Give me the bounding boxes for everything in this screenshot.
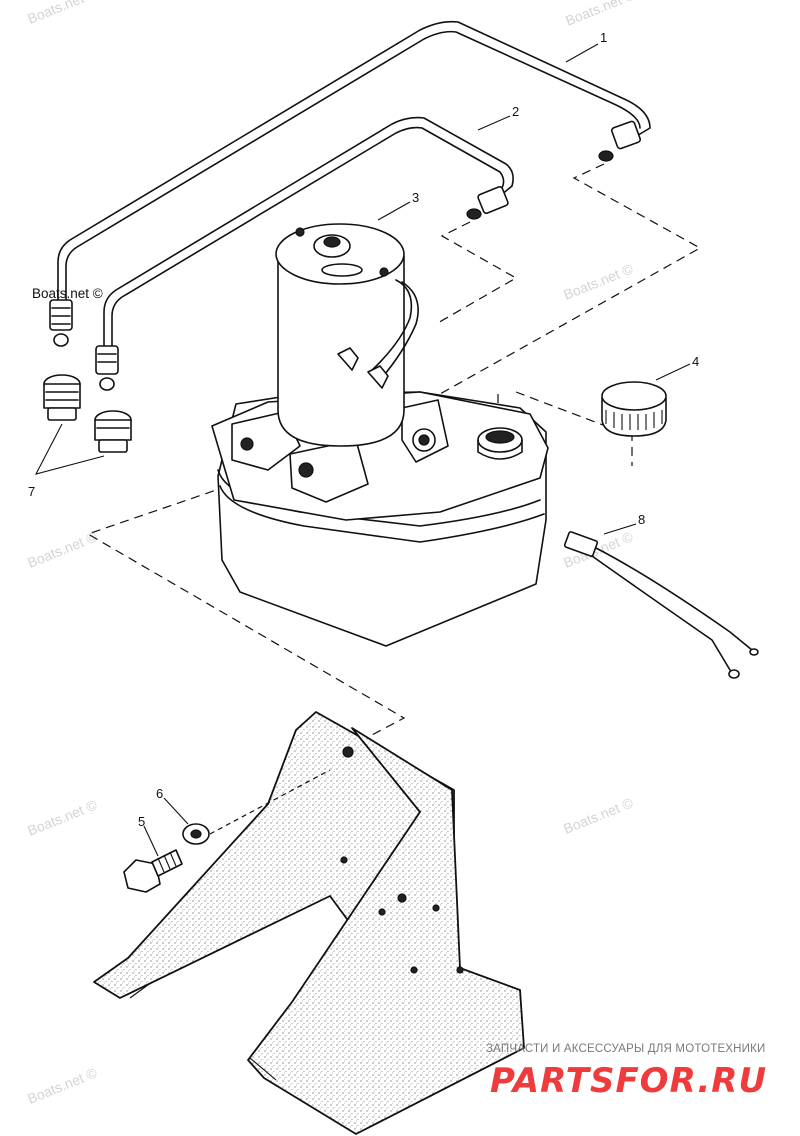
callout-2: 2 — [512, 104, 519, 119]
watermark-text: Boats.net © — [25, 1064, 100, 1107]
callout-8: 8 — [638, 512, 645, 527]
watermark-text: Boats.net © — [32, 286, 103, 301]
callout-1: 1 — [600, 30, 607, 45]
watermark-text: Boats.net © — [561, 260, 636, 303]
reservoir-cap-4 — [601, 381, 667, 437]
brand-tagline: ЗАПЧАСТИ И АКСЕССУАРЫ ДЛЯ МОТОТЕХНИКИ — [486, 1043, 766, 1055]
watermark-text: Boats.net © — [25, 528, 100, 571]
hydraulic-line-1 — [49, 20, 651, 347]
pump-motor-3 — [275, 223, 419, 447]
mounting-bracket — [93, 711, 525, 1135]
watermark-text: Boats.net © — [561, 794, 636, 837]
washer-6 — [182, 769, 331, 845]
hydraulic-line-2 — [95, 116, 514, 391]
watermark-text: Boats.net © — [25, 0, 100, 27]
callout-7: 7 — [28, 484, 35, 499]
fittings-7 — [34, 374, 132, 475]
sender-wire-8 — [563, 531, 759, 679]
callout-3: 3 — [412, 190, 419, 205]
bolt-5 — [123, 849, 183, 893]
watermark-text: Boats.net © — [563, 0, 638, 29]
brand-logo: ЗАПЧАСТИ И АКСЕССУАРЫ ДЛЯ МОТОТЕХНИКИ PA… — [486, 1043, 767, 1101]
callout-labels: 1 2 3 4 5 6 7 8 — [28, 30, 699, 857]
brand-name: PARTSFOR.RU — [490, 1061, 767, 1101]
watermark-text: Boats.net © — [25, 796, 100, 839]
callout-6: 6 — [156, 786, 163, 801]
callout-4: 4 — [692, 354, 699, 369]
callout-5: 5 — [138, 814, 145, 829]
